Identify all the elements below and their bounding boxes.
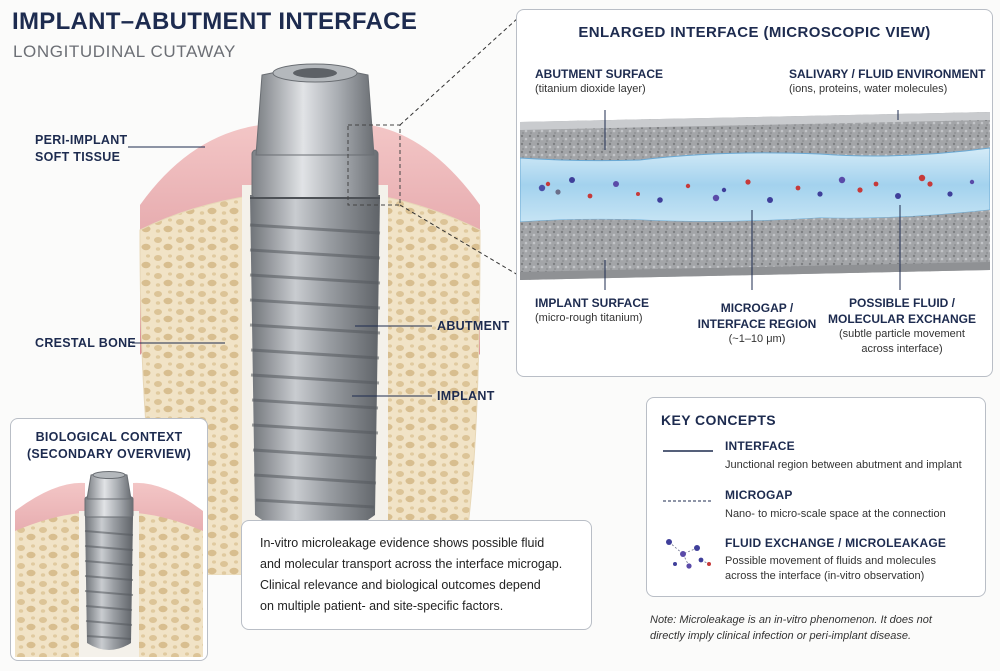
dashed-line-icon [663,500,713,502]
key-concept-interface-desc: Junctional region between abutment and i… [725,459,962,471]
implant-surface-label: IMPLANT SURFACE (micro-rough titanium) [535,296,649,324]
implant-label: IMPLANT [437,389,495,403]
key-concept-microgap-title: MICROGAP [725,488,793,502]
key-concepts-title: KEY CONCEPTS [661,412,777,428]
label-leader-lines [128,146,432,397]
abutment-surface-label: ABUTMENT SURFACE (titanium dioxide layer… [535,67,663,95]
implant-cross-section-illustration [139,63,481,575]
page-title: IMPLANT–ABUTMENT INTERFACE [12,8,418,35]
key-concept-microgap-desc: Nano- to micro-scale space at the connec… [725,508,946,520]
microleakage-note: Note: Microleakage is an in-vitro phenom… [650,614,932,642]
evidence-summary-box: In-vitro microleakage evidence shows pos… [241,520,592,630]
salivary-environment-label: SALIVARY / FLUID ENVIRONMENT (ions, prot… [789,67,986,95]
enlarged-interface-title: ENLARGED INTERFACE (MICROSCOPIC VIEW) [578,24,931,41]
evidence-text: In-vitro microleakage evidence shows pos… [260,536,563,613]
abutment-label: ABUTMENT [437,319,510,333]
key-concepts-panel: KEY CONCEPTS INTERFACE Junctional region… [646,397,986,597]
biological-context-title: BIOLOGICAL CONTEXT (SECONDARY OVERVIEW) [26,430,192,461]
key-concept-interface-title: INTERFACE [725,439,795,453]
crestal-bone-label: CRESTAL BONE [35,336,137,350]
fluid-exchange-label: POSSIBLE FLUID / MOLECULAR EXCHANGE (sub… [827,296,976,355]
soft-tissue-label: PERI-IMPLANT SOFT TISSUE [35,133,128,164]
enlarged-interface-panel: ENLARGED INTERFACE (MICROSCOPIC VIEW) AB… [516,9,993,377]
key-concept-fluid-exchange-title: FLUID EXCHANGE / MICROLEAKAGE [725,536,947,550]
biological-context-panel: BIOLOGICAL CONTEXT (SECONDARY OVERVIEW) [10,418,208,661]
zoom-connector-lines [399,17,519,276]
microgap-label: MICROGAP / INTERFACE REGION (~1–10 μm) [697,301,817,345]
particles-icon [666,539,711,569]
biological-context-illustration [15,471,203,657]
microscopic-interface-illustration [520,110,990,290]
key-concept-fluid-exchange-desc: Possible movement of fluids and molecule… [725,555,936,582]
solid-line-icon [663,450,713,452]
page-subtitle: LONGITUDINAL CUTAWAY [13,42,236,61]
